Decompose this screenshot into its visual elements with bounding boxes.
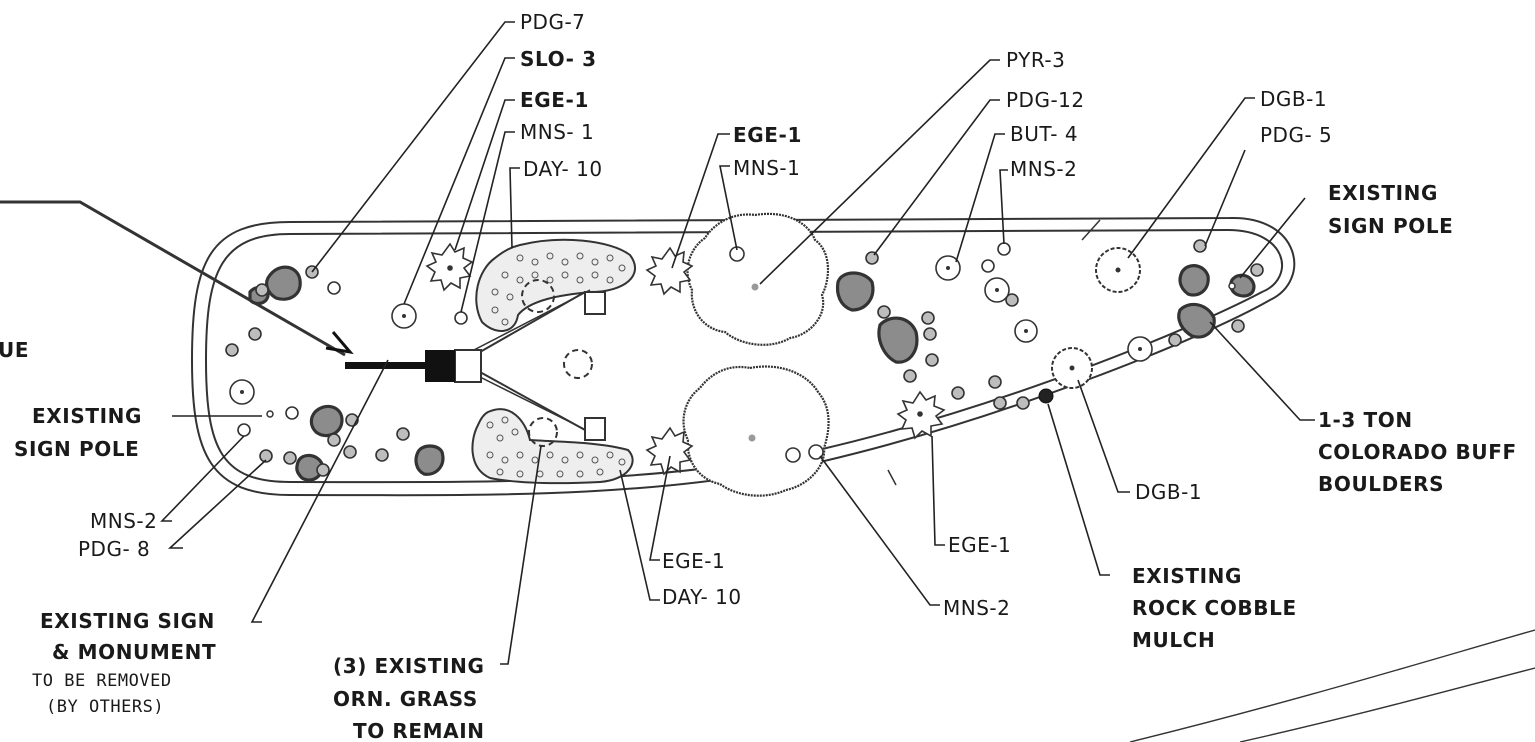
label-ege1-a: EGE-1 <box>520 88 589 112</box>
label-pyr3: PYR-3 <box>1006 48 1065 72</box>
label-grass-3: TO REMAIN <box>353 719 485 742</box>
existing-grass <box>521 279 593 447</box>
boulders <box>248 264 1256 482</box>
site-tick-marks <box>887 219 1101 486</box>
label-boulders-1: 1-3 TON <box>1318 408 1413 432</box>
label-sign-pole-right-2: SIGN POLE <box>1328 214 1453 238</box>
label-day10-a: DAY- 10 <box>523 157 603 181</box>
sign-monument <box>345 289 606 441</box>
label-but4: BUT- 4 <box>1010 122 1078 146</box>
label-mulch-3: MULCH <box>1132 628 1215 652</box>
daylily-mass-lower <box>471 408 634 485</box>
label-grass-1: (3) EXISTING <box>333 654 485 678</box>
label-boulders-3: BOULDERS <box>1318 472 1444 496</box>
small-shrubs <box>225 239 1264 477</box>
label-mulch-1: EXISTING <box>1132 564 1242 588</box>
label-mns1-a: MNS- 1 <box>520 120 594 144</box>
label-ege1-b: EGE-1 <box>733 123 802 147</box>
label-sign-pole-left-2: SIGN POLE <box>14 437 139 461</box>
stipple-texture <box>486 252 626 478</box>
label-mns2-c: MNS-2 <box>90 509 157 533</box>
label-sign-monument-4: (BY OTHERS) <box>46 697 164 717</box>
label-pdg12: PDG-12 <box>1006 88 1085 112</box>
label-sign-pole-left-1: EXISTING <box>32 404 142 428</box>
spiky-shrubs <box>425 242 946 476</box>
label-day10-b: DAY- 10 <box>662 585 742 609</box>
label-edge-text: UE <box>0 338 29 362</box>
label-grass-2: ORN. GRASS <box>333 687 478 711</box>
planting-bed-outline <box>190 216 1296 497</box>
road-curve-line <box>1239 667 1535 742</box>
label-ege1-c: EGE-1 <box>948 533 1011 557</box>
label-sign-pole-right-1: EXISTING <box>1328 181 1438 205</box>
label-slo3: SLO- 3 <box>520 47 597 71</box>
medium-shrubs <box>229 255 1153 405</box>
scalloped-shrubs <box>1051 247 1141 389</box>
tree-pyr-upper <box>686 212 830 346</box>
label-dgb1-b: DGB-1 <box>1135 480 1202 504</box>
daylily-mass-upper <box>475 238 636 332</box>
road-curve-line <box>1129 629 1535 742</box>
label-pdg8: PDG- 8 <box>78 537 150 561</box>
label-mns2-b: MNS-2 <box>943 596 1010 620</box>
label-sign-monument-1: EXISTING SIGN <box>40 609 215 633</box>
sign-pole-left <box>266 410 274 418</box>
label-pdg5: PDG- 5 <box>1260 123 1332 147</box>
sign-pole-right <box>1228 282 1236 290</box>
leader-lines <box>160 21 1315 665</box>
label-boulders-2: COLORADO BUFF <box>1318 440 1517 464</box>
label-ege1-d: EGE-1 <box>662 549 725 573</box>
label-sign-monument-2: & MONUMENT <box>52 640 216 664</box>
label-mns2-a: MNS-2 <box>1010 157 1077 181</box>
label-dgb1-a: DGB-1 <box>1260 87 1327 111</box>
tree-pyr-lower <box>682 365 830 497</box>
label-sign-monument-3: TO BE REMOVED <box>32 671 172 691</box>
label-pdg7: PDG-7 <box>520 10 585 34</box>
label-mulch-2: ROCK COBBLE <box>1132 596 1297 620</box>
label-mns1-b: MNS-1 <box>733 156 800 180</box>
